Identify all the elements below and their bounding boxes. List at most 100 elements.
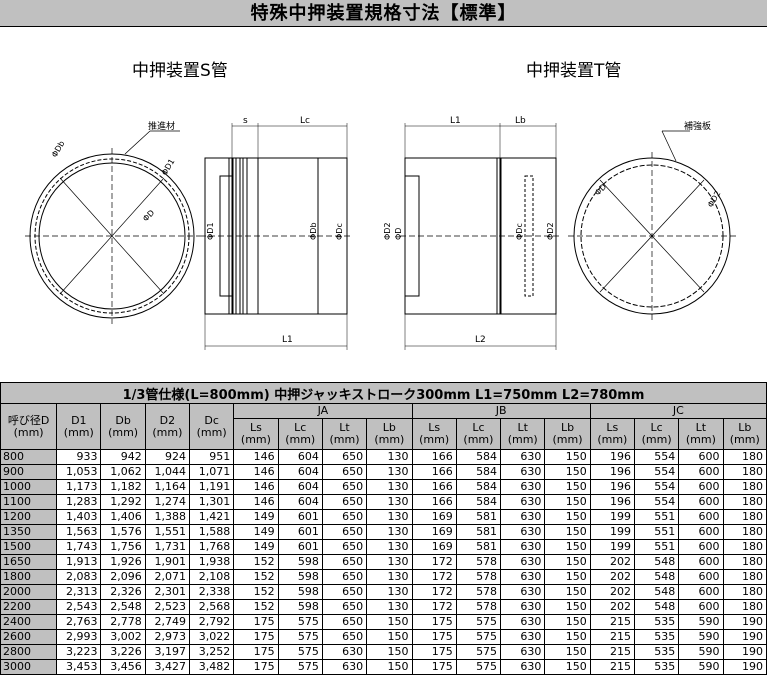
table-cell: 600 <box>678 449 724 465</box>
table-cell: 650 <box>321 509 368 525</box>
table-cell: 175 <box>411 614 457 630</box>
col-header-unit: (mm) <box>196 425 227 439</box>
table-cell: 590 <box>678 644 724 660</box>
table-cell: 152 <box>233 584 279 600</box>
table-cell: 630 <box>500 449 546 465</box>
sub-col-header: Lc(mm) <box>455 418 502 450</box>
s-side-label-db: ΦDb <box>309 222 318 240</box>
row-nominal-diameter: 1650 <box>0 554 58 570</box>
sub-col-name: Ls <box>428 421 441 434</box>
table-cell: 600 <box>678 479 724 495</box>
table-cell: 3,223 <box>56 644 102 660</box>
table-cell: 1,588 <box>189 524 235 540</box>
table-cell: 630 <box>500 614 546 630</box>
table-cell: 1,182 <box>100 479 146 495</box>
table-cell: 180 <box>722 494 767 510</box>
table-cell: 1,576 <box>100 524 146 540</box>
table-cell: 196 <box>589 494 635 510</box>
table-cell: 202 <box>589 599 635 615</box>
table-cell: 604 <box>277 479 323 495</box>
table-cell: 1,388 <box>144 509 191 525</box>
sub-col-unit: (mm) <box>507 433 538 446</box>
sub-col-unit: (mm) <box>463 433 494 446</box>
sub-col-header: Ls(mm) <box>589 418 635 450</box>
s-circle-label-db: ΦDb <box>50 139 67 159</box>
sub-col-name: Ls <box>250 421 262 434</box>
table-cell: 2,338 <box>189 584 235 600</box>
table-cell: 630 <box>500 509 546 525</box>
col-header-db: Db (mm) <box>100 403 146 450</box>
table-cell: 551 <box>633 524 680 540</box>
row-nominal-diameter: 1350 <box>0 524 58 540</box>
table-cell: 172 <box>411 569 457 585</box>
table-cell: 650 <box>321 479 368 495</box>
group-header-jc: JC <box>589 403 767 419</box>
table-cell: 600 <box>678 539 724 555</box>
table-cell: 150 <box>544 659 591 675</box>
table-cell: 3,002 <box>100 629 146 645</box>
table-cell: 578 <box>455 569 502 585</box>
table-cell: 581 <box>455 539 502 555</box>
table-cell: 215 <box>589 614 635 630</box>
table-cell: 149 <box>233 524 279 540</box>
table-cell: 3,456 <box>100 659 146 675</box>
table-cell: 548 <box>633 599 680 615</box>
table-cell: 554 <box>633 479 680 495</box>
table-cell: 578 <box>455 599 502 615</box>
table-cell: 149 <box>233 539 279 555</box>
table-cell: 152 <box>233 569 279 585</box>
t-side-label-lb: Lb <box>515 116 526 126</box>
table-cell: 604 <box>277 449 323 465</box>
table-cell: 630 <box>500 524 546 540</box>
table-cell: 1,283 <box>56 494 102 510</box>
sub-col-header: Lb(mm) <box>544 418 591 450</box>
table-cell: 2,096 <box>100 569 146 585</box>
sub-col-unit: (mm) <box>552 433 583 446</box>
table-cell: 630 <box>500 569 546 585</box>
table-cell: 150 <box>544 449 591 465</box>
table-cell: 584 <box>455 449 502 465</box>
table-cell: 190 <box>722 614 767 630</box>
table-cell: 630 <box>500 599 546 615</box>
row-nominal-diameter: 1500 <box>0 539 58 555</box>
s-side-label-dc: ΦDc <box>335 223 344 240</box>
table-cell: 575 <box>277 629 323 645</box>
table-cell: 601 <box>277 509 323 525</box>
sub-col-header: Lb(mm) <box>366 418 413 450</box>
sub-col-unit: (mm) <box>729 433 760 446</box>
table-cell: 604 <box>277 494 323 510</box>
table-cell: 601 <box>277 524 323 540</box>
table-cell: 2,792 <box>189 614 235 630</box>
table-cell: 3,453 <box>56 659 102 675</box>
table-cell: 190 <box>722 659 767 675</box>
row-nominal-diameter: 1100 <box>0 494 58 510</box>
table-cell: 180 <box>722 539 767 555</box>
page-title: 特殊中押装置規格寸法【標準】 <box>0 0 767 27</box>
table-cell: 630 <box>500 464 546 480</box>
table-cell: 130 <box>366 479 413 495</box>
table-cell: 166 <box>411 494 457 510</box>
t-side-label-l2: L2 <box>475 335 486 345</box>
table-cell: 180 <box>722 449 767 465</box>
col-header-dc: Dc (mm) <box>189 403 235 450</box>
table-cell: 548 <box>633 554 680 570</box>
table-cell: 650 <box>321 599 368 615</box>
table-cell: 600 <box>678 464 724 480</box>
col-header-unit: (mm) <box>152 425 183 439</box>
table-cell: 630 <box>500 539 546 555</box>
table-cell: 3,226 <box>100 644 146 660</box>
table-cell: 598 <box>277 554 323 570</box>
s-callout-label: 推進材 <box>148 120 175 132</box>
spec-table: 1/3管仕様(L=800mm) 中押ジャッキストローク300mm L1=750m… <box>0 382 767 675</box>
table-cell: 575 <box>455 644 502 660</box>
table-cell: 600 <box>678 494 724 510</box>
table-cell: 590 <box>678 614 724 630</box>
